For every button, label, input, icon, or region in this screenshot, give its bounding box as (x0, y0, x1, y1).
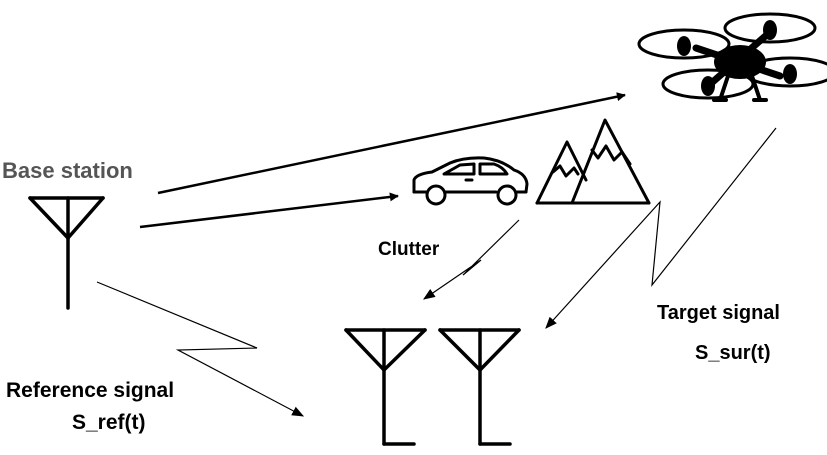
reference-path-arrow (96, 281, 305, 417)
receiver-antenna-icon (344, 328, 427, 446)
car-icon (412, 156, 529, 206)
path-to-car-arrow (139, 192, 399, 229)
reference-signal-label: Reference signal (6, 379, 175, 402)
target-signal-label: Target signal (657, 302, 780, 324)
path-to-drone-arrow (157, 92, 626, 195)
clutter-label: Clutter (378, 239, 440, 260)
reference-signal-symbol: S_ref(t) (72, 411, 146, 434)
base-station-antenna-icon (28, 196, 105, 310)
mountain-icon (535, 118, 651, 205)
clutter-path-arrow (423, 219, 520, 300)
target-signal-symbol: S_sur(t) (695, 342, 771, 364)
base-station-label: Base station (2, 158, 133, 183)
drone-icon (637, 12, 827, 102)
receiver-antenna-icon (438, 328, 521, 446)
target-path-arrow (545, 127, 777, 329)
